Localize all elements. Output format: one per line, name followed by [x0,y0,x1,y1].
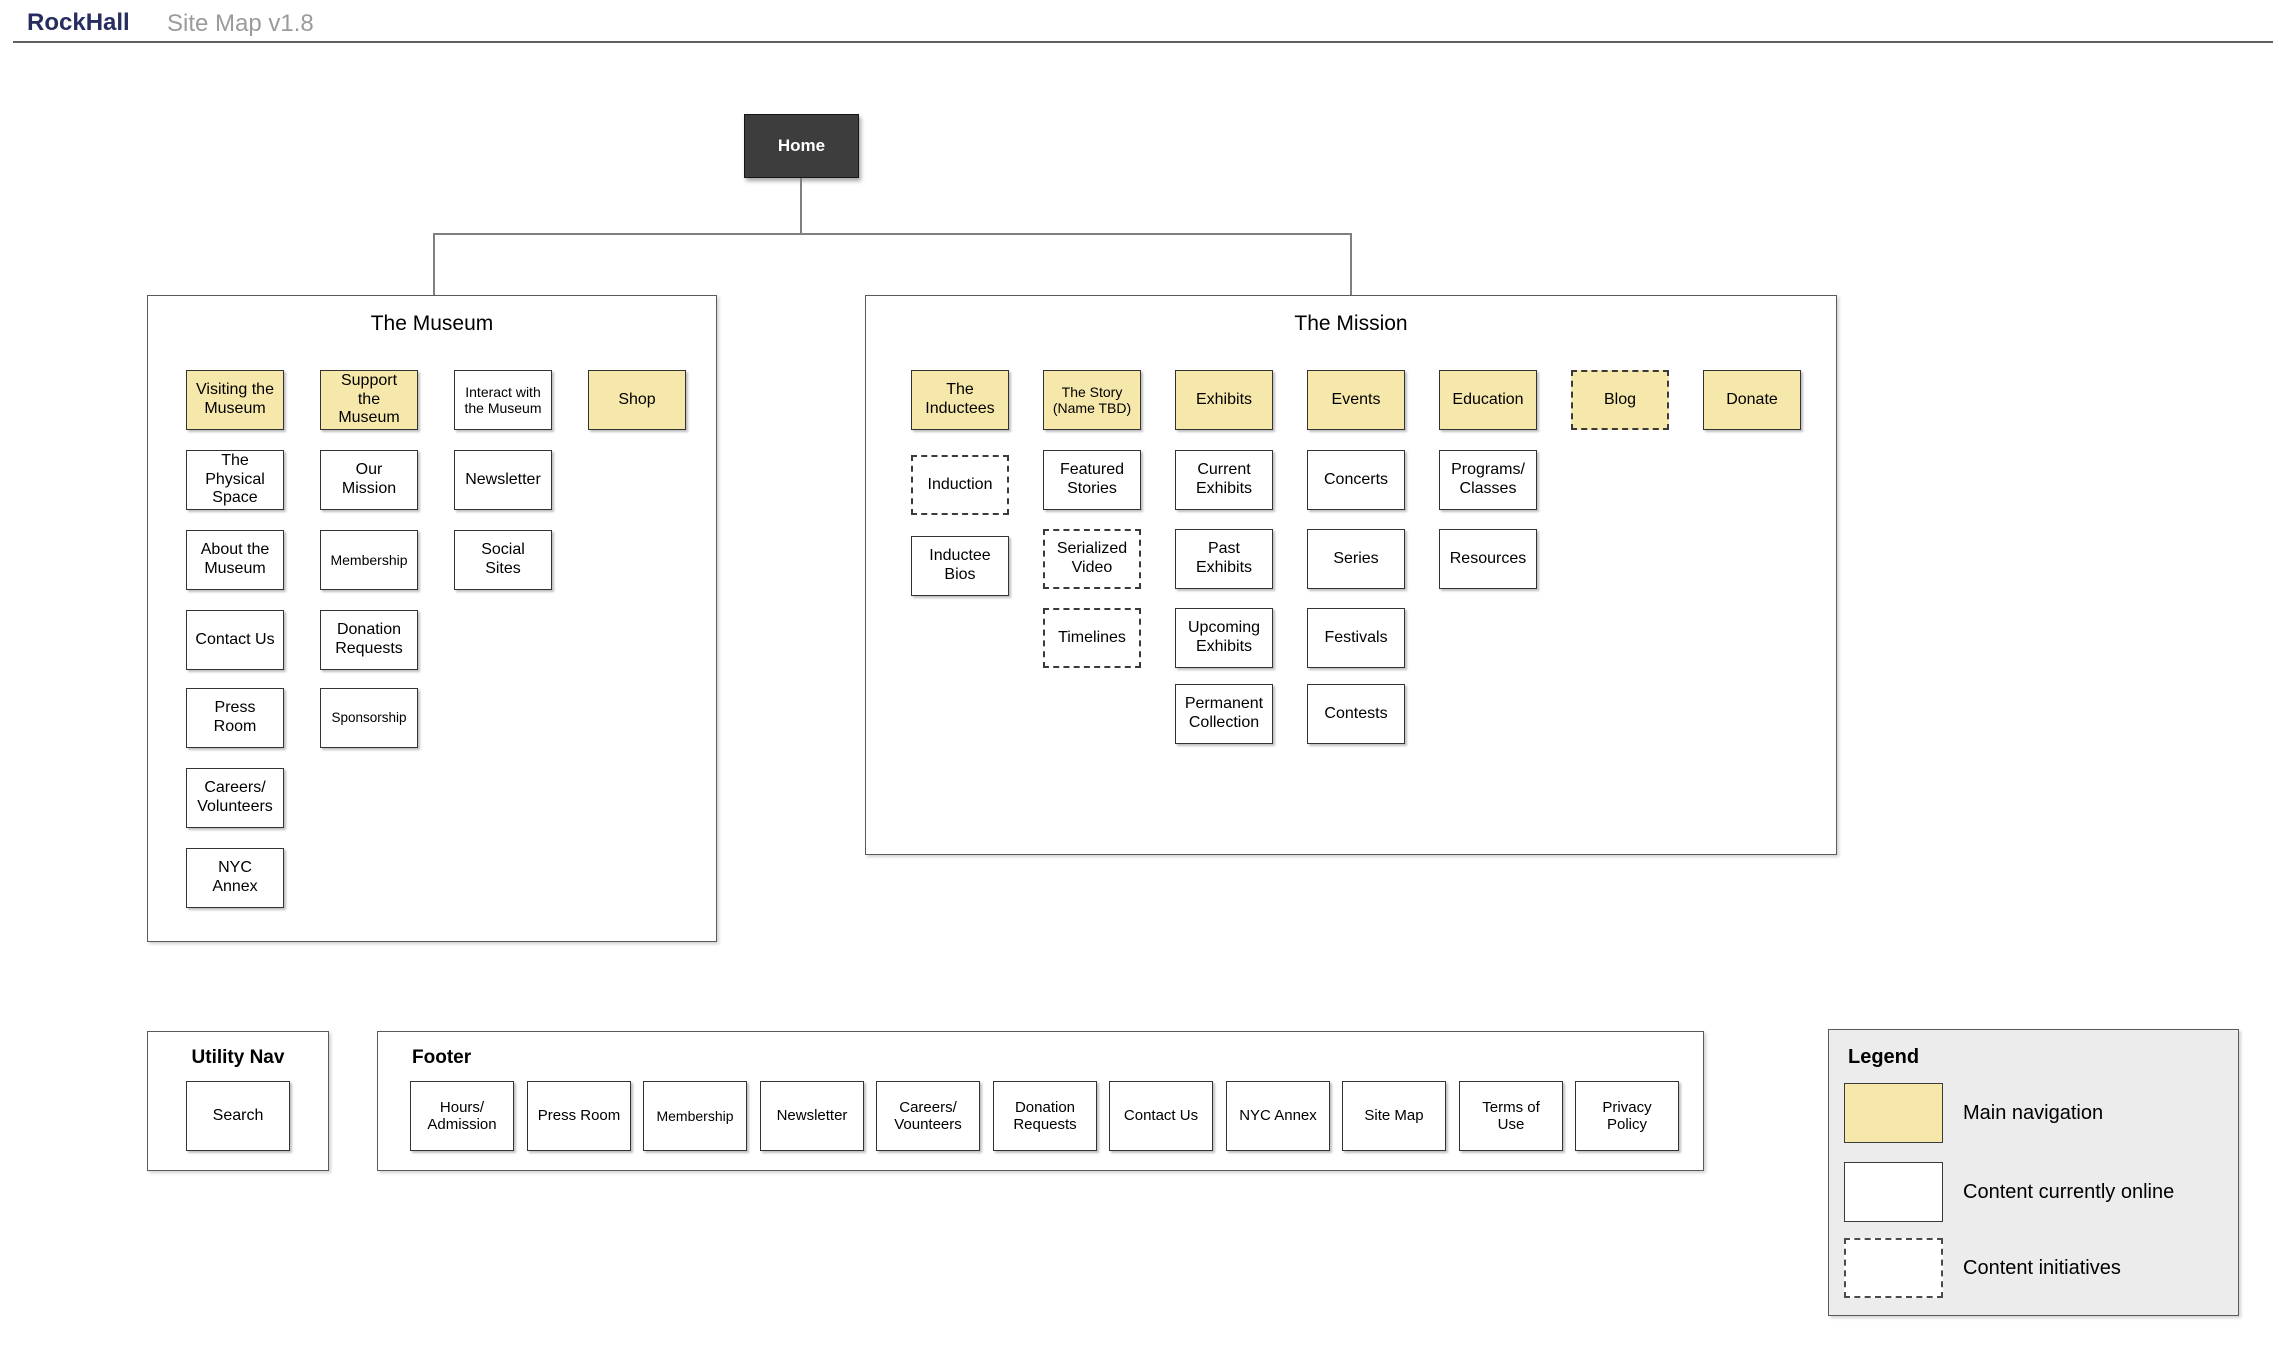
footer-title: Footer [412,1047,472,1068]
museum-group: The Museum [147,295,717,942]
legend-title: Legend [1848,1046,1920,1068]
legend-panel: Legend [1828,1029,2239,1316]
mission-group-title: The Mission [1294,312,1408,335]
museum-group-title: The Museum [370,312,494,335]
connector-home-trunk [800,178,802,233]
connector-museum-drop [433,233,435,295]
utility-nav-panel: Utility Nav [147,1031,329,1171]
connector-mission-drop [1350,233,1352,295]
brand-logo: RockHall [27,9,130,36]
mission-group: The Mission [865,295,1837,855]
connector-branch-horizontal [433,233,1352,235]
footer-panel: Footer [377,1031,1704,1171]
utility-nav-title: Utility Nav [191,1047,285,1068]
header-divider [13,41,2273,43]
home-node: Home [744,114,859,178]
document-title: Site Map v1.8 [167,10,314,37]
